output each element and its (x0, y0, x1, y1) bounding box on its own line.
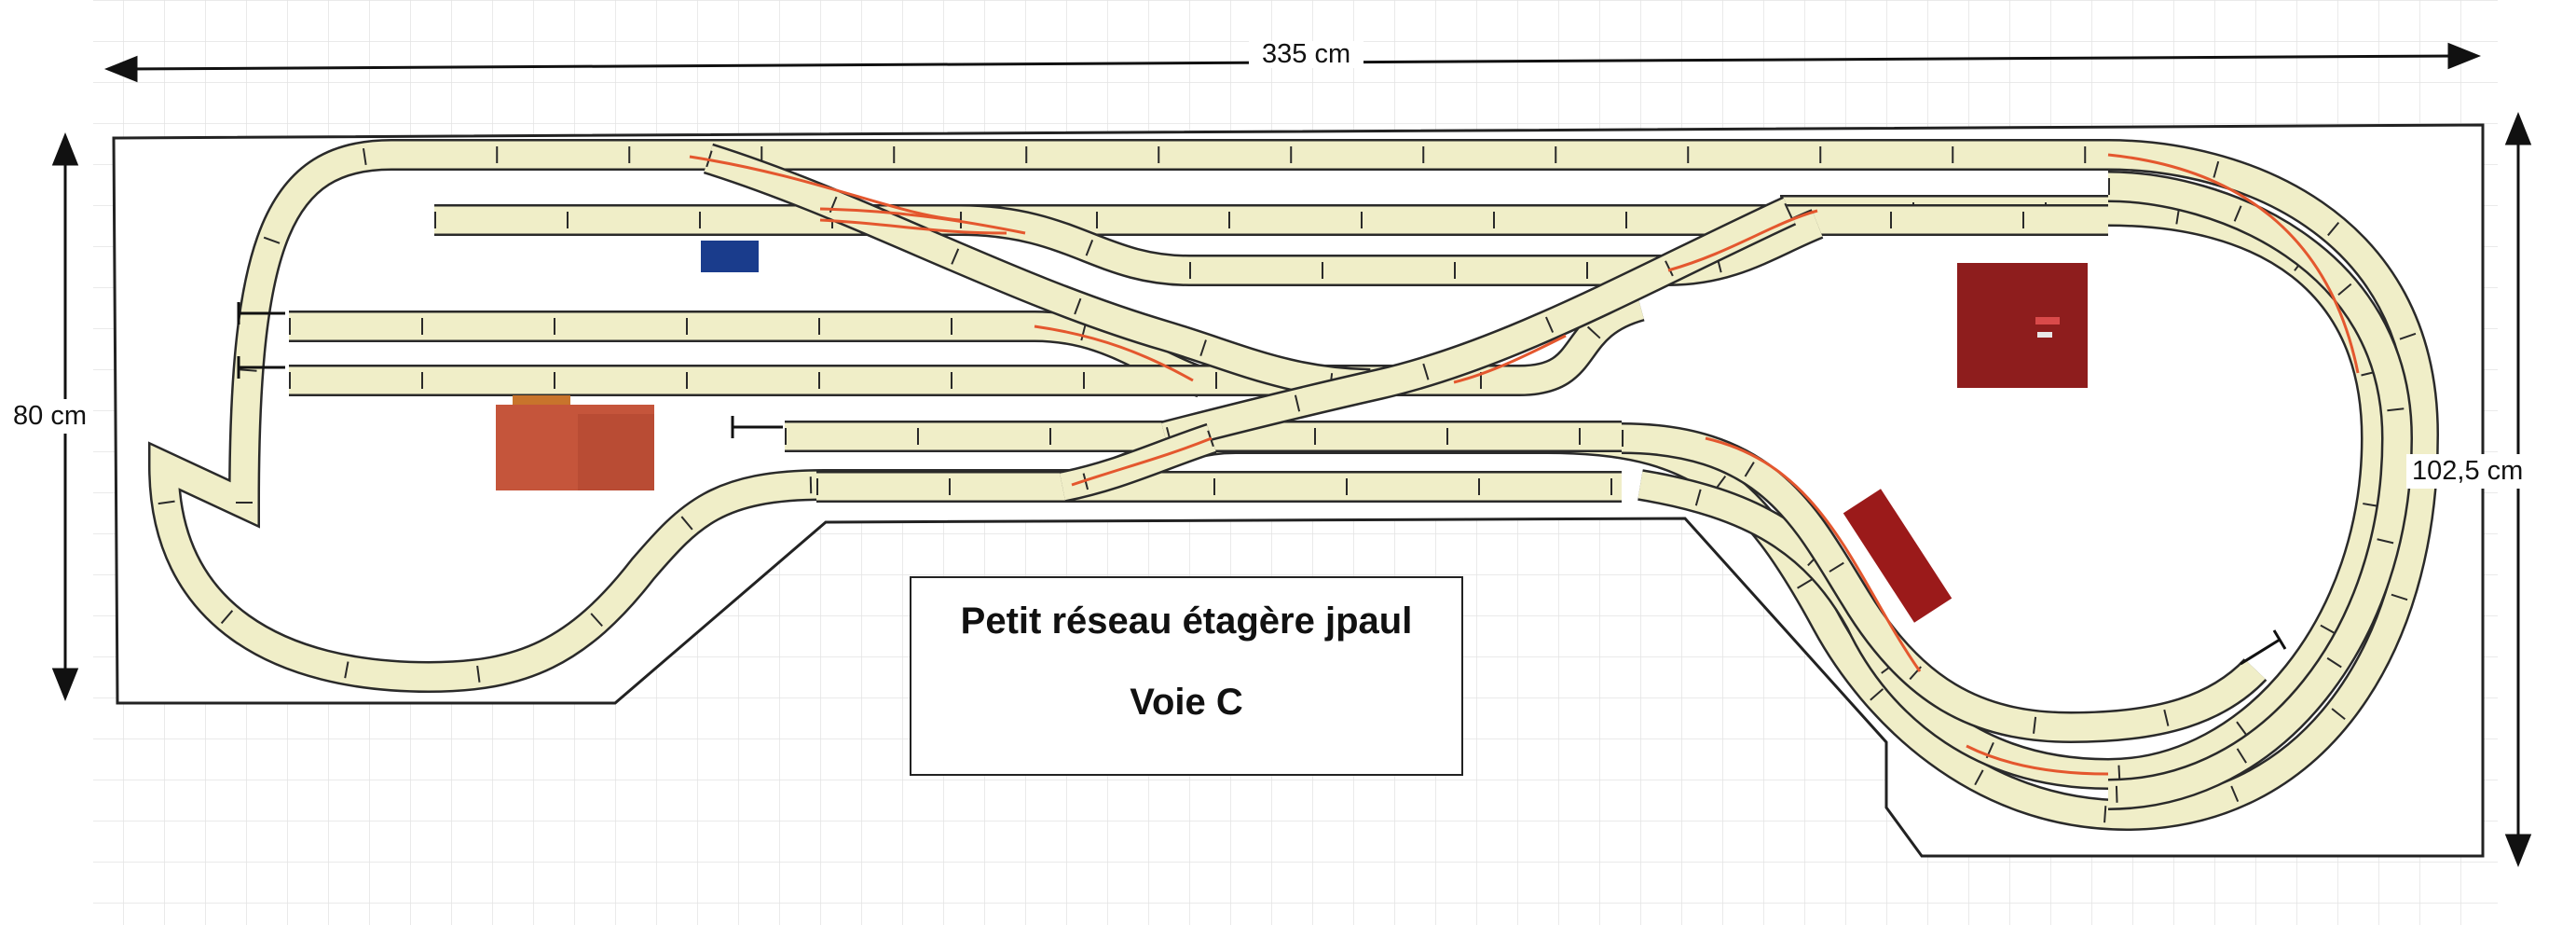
buffer-stop-icon (731, 416, 783, 438)
turnout-icon (819, 207, 1026, 235)
track-network (147, 139, 2440, 832)
track-section (1621, 424, 2266, 741)
turnout-markings (689, 153, 2360, 776)
buffer-stop-icon (237, 356, 285, 379)
left-height-label: 80 cm (7, 399, 92, 434)
turnout-icon (1034, 324, 1194, 382)
turnout-icon (1966, 744, 2109, 776)
turnout-icon (1453, 334, 1567, 384)
turnout-icon (1071, 436, 1213, 487)
title-box: Petit réseau étagère jpaul Voie C (910, 576, 1463, 776)
turnout-icon (1667, 209, 1818, 272)
right-height-label: 102,5 cm (2406, 454, 2529, 489)
width-label: 335 cm (1249, 41, 1364, 68)
buffer-stop-icon (2240, 629, 2287, 666)
turnout-icon (819, 218, 1007, 235)
track-section (2107, 173, 2411, 808)
buffer-stop-icon (237, 302, 285, 324)
blue-block-icon (701, 241, 759, 272)
station-building-icon (496, 395, 654, 490)
factory-building-icon (1957, 263, 2088, 388)
track-section (959, 206, 1190, 284)
wagon-icon (1843, 489, 1953, 623)
turnout-icon (1705, 436, 1922, 672)
turnout-icon (2107, 153, 2360, 374)
track-system-label: Voie C (1130, 682, 1243, 723)
plan-title: Petit réseau étagère jpaul (960, 601, 1413, 642)
track-section (1161, 198, 1796, 450)
track-section (150, 141, 2437, 829)
track-section (289, 293, 1645, 394)
track-section (704, 145, 1371, 398)
right-height-dimension-arrow (2504, 111, 2532, 868)
